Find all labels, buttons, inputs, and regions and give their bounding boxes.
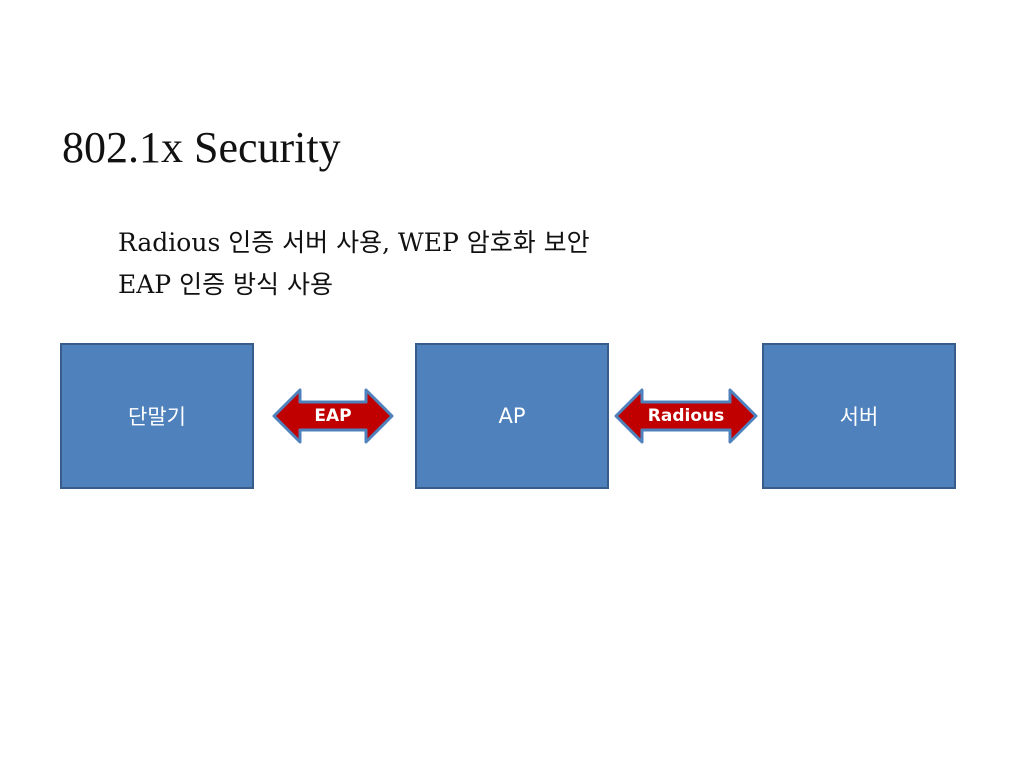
ap-node: AP — [415, 343, 609, 489]
double-arrow-icon — [614, 388, 758, 444]
radious-arrow-label: Radious — [647, 406, 725, 426]
bullet-item-2: EAP 인증 방식 사용 — [118, 270, 333, 299]
terminal-node: 단말기 — [60, 343, 254, 489]
bullet-list: Radious 인증 서버 사용, WEP 암호화 보안 EAP 인증 방식 사… — [118, 222, 590, 306]
server-node: 서버 — [762, 343, 956, 489]
eap-arrow-label: EAP — [314, 406, 352, 426]
eap-double-arrow: EAP — [272, 388, 394, 444]
radious-double-arrow: Radious — [614, 388, 758, 444]
double-arrow-icon — [272, 388, 394, 444]
ap-node-label: AP — [498, 404, 526, 428]
server-node-label: 서버 — [839, 405, 879, 429]
slide-title: 802.1x Security — [62, 123, 341, 172]
terminal-node-label: 단말기 — [128, 405, 186, 429]
bullet-item-1: Radious 인증 서버 사용, WEP 암호화 보안 — [118, 228, 590, 257]
